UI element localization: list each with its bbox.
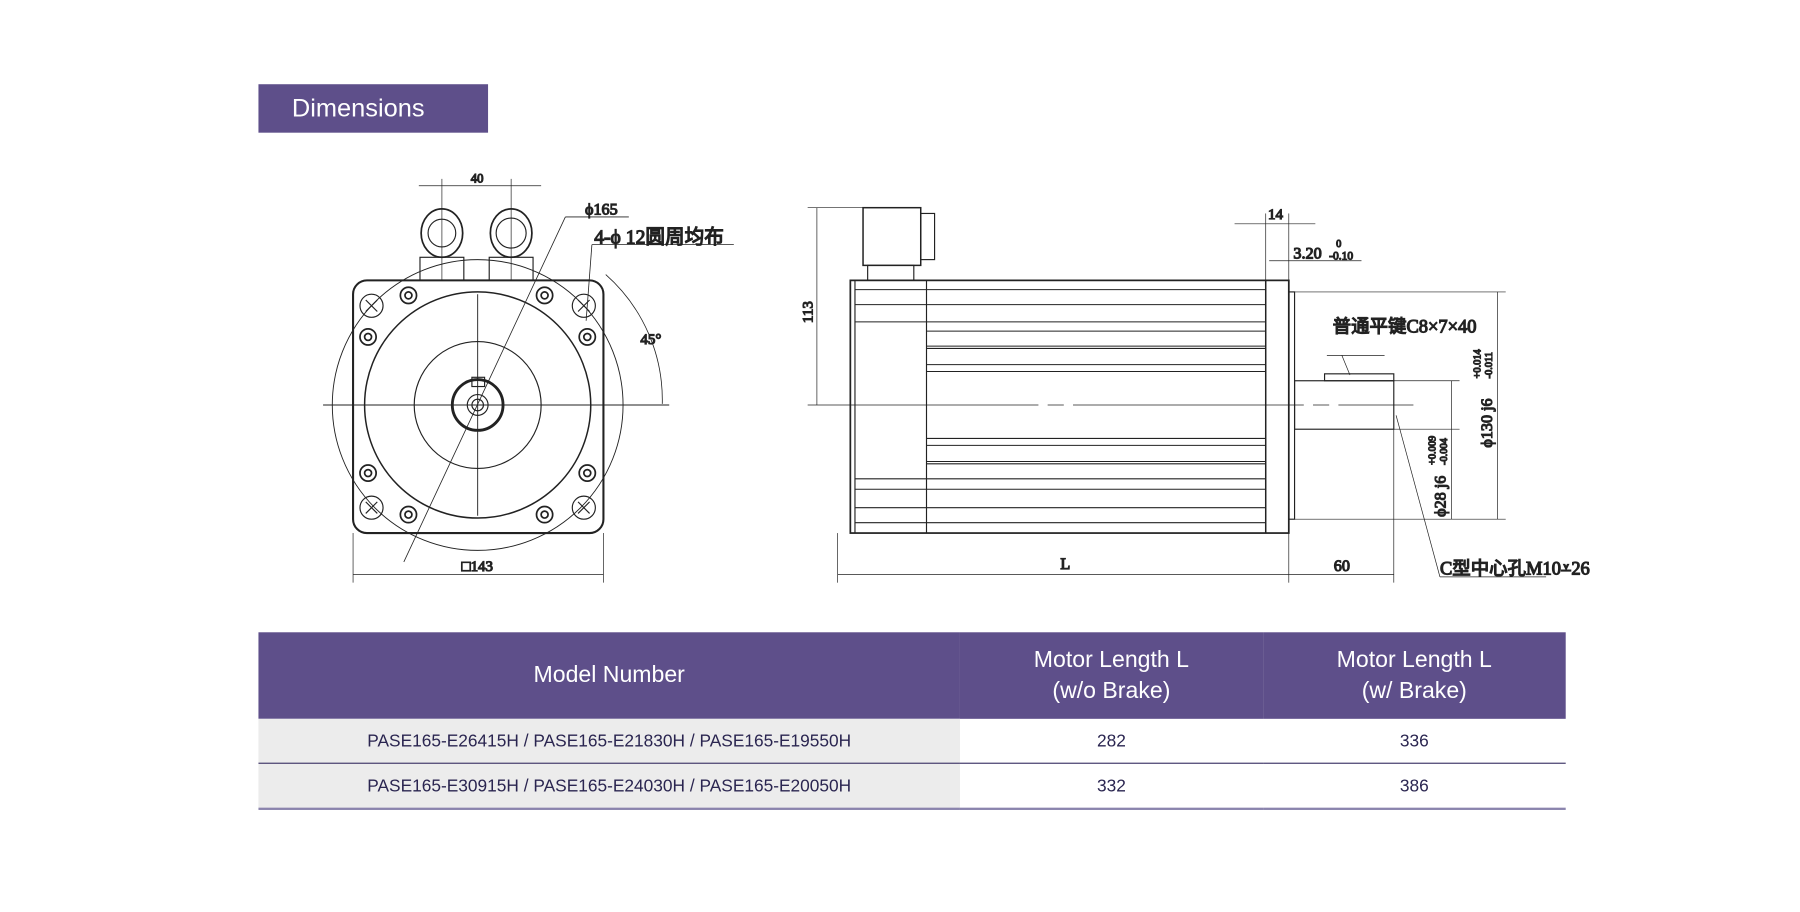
dim-28-tol-upper: +0.009 bbox=[1427, 436, 1438, 465]
dim-14: 14 bbox=[1268, 207, 1283, 223]
table-header-row: Model Number Motor Length L (w/o Brake) M… bbox=[258, 632, 1566, 719]
section-title: Dimensions bbox=[258, 84, 489, 133]
dim-L: L bbox=[1060, 556, 1070, 573]
dim-60: 60 bbox=[1334, 558, 1350, 575]
dim-pilot: 3.20 bbox=[1293, 245, 1321, 262]
dim-pilot-tol-upper: 0 bbox=[1336, 239, 1341, 250]
dim-130: ϕ130 j6 bbox=[1479, 398, 1496, 447]
header-length-wo-brake: Motor Length L (w/o Brake) bbox=[959, 632, 1263, 719]
dim-113: 113 bbox=[800, 301, 816, 323]
mount-holes bbox=[359, 293, 596, 520]
model-cell: PASE165-E26415H / PASE165-E21830H / PASE… bbox=[258, 718, 960, 764]
dim-143: □143 bbox=[462, 559, 494, 575]
dim-key: 普通平键C8×7×40 bbox=[1333, 316, 1477, 336]
dim-center-hole: C型中心孔M10⩡26 bbox=[1440, 559, 1590, 579]
dim-28-tol-lower: -0.004 bbox=[1439, 437, 1450, 465]
screw-rings bbox=[359, 286, 597, 524]
dim-28: ϕ28 j6 bbox=[1433, 476, 1450, 517]
dim-holes: 4-ϕ 12圆周均布 bbox=[594, 226, 724, 248]
dim-130-tol-lower: -0.011 bbox=[1484, 352, 1495, 378]
side-view: 113 14 3.20 0 -0.10 普通平键C8×7×40 ϕ130 j6 … bbox=[800, 207, 1590, 583]
header-model: Model Number bbox=[258, 632, 960, 719]
header-sublabel: (w/ Brake) bbox=[1361, 677, 1467, 704]
dim-130-tol-upper: +0.014 bbox=[1472, 348, 1483, 378]
length-w-brake-cell: 386 bbox=[1262, 763, 1566, 810]
length-wo-brake-cell: 282 bbox=[959, 718, 1263, 764]
length-wo-brake-cell: 332 bbox=[959, 763, 1263, 810]
connectors bbox=[419, 207, 534, 281]
dim-165: ϕ165 bbox=[585, 202, 618, 219]
table-row: PASE165-E26415H / PASE165-E21830H / PASE… bbox=[258, 718, 1566, 764]
header-sublabel: (w/o Brake) bbox=[1052, 677, 1171, 704]
dim-40: 40 bbox=[471, 171, 484, 185]
model-cell: PASE165-E30915H / PASE165-E24030H / PASE… bbox=[258, 763, 960, 810]
dim-pilot-tol-lower: -0.10 bbox=[1329, 251, 1353, 263]
table-row: PASE165-E30915H / PASE165-E24030H / PASE… bbox=[258, 763, 1566, 810]
front-view: 40 ϕ165 4-ϕ 12圆周均布 45° □143 bbox=[323, 171, 734, 583]
header-label: Motor Length L bbox=[1033, 646, 1190, 673]
dim-45: 45° bbox=[640, 332, 661, 348]
header-label: Motor Length L bbox=[1336, 646, 1492, 673]
dimension-table: Model Number Motor Length L (w/o Brake) M… bbox=[258, 632, 1566, 810]
header-length-w-brake: Motor Length L (w/ Brake) bbox=[1262, 632, 1566, 719]
length-w-brake-cell: 336 bbox=[1262, 718, 1566, 764]
